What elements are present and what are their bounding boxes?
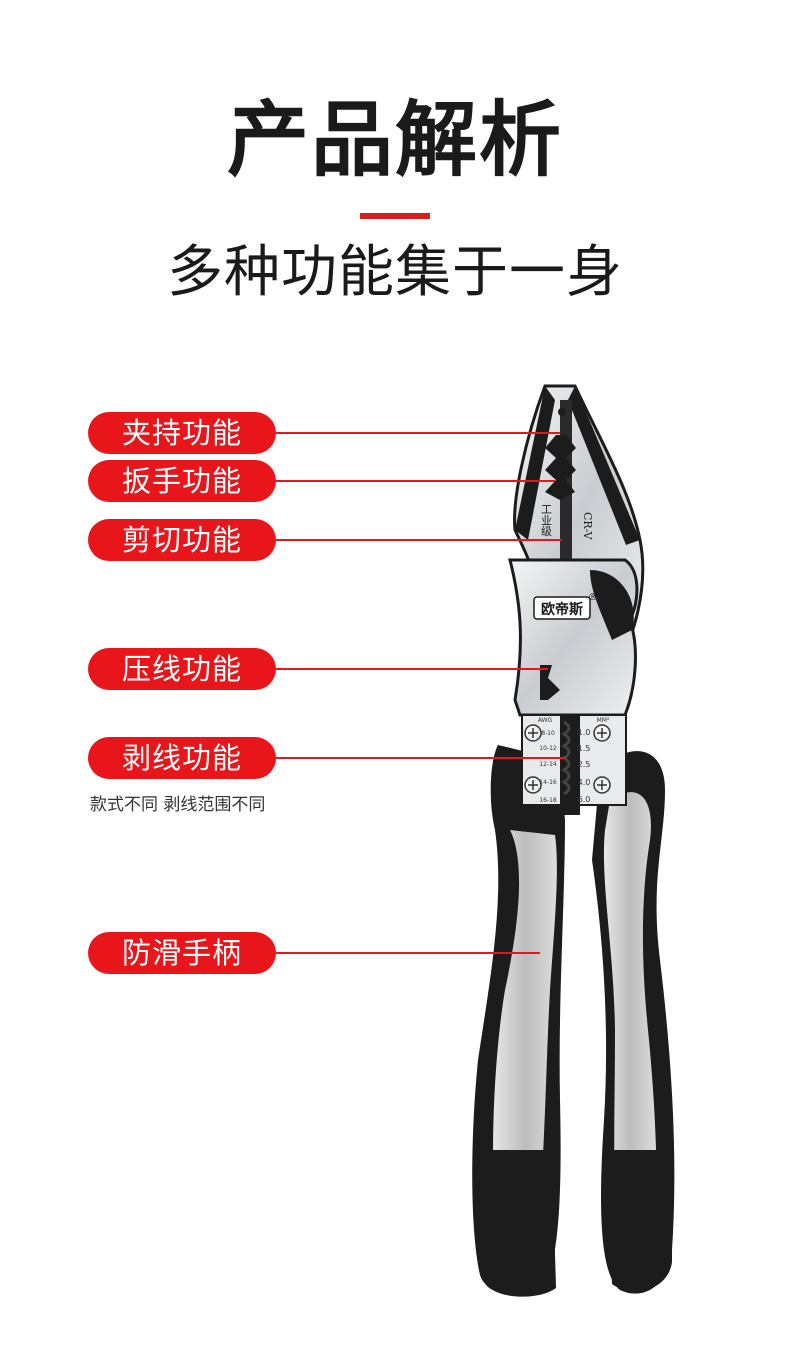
awg-header: AWG xyxy=(538,717,553,724)
grade-text: 工业级 xyxy=(540,504,553,538)
mm-value: 1.5 xyxy=(578,744,591,753)
page-title: 产品解析 xyxy=(226,93,563,188)
pliers-body: AWG MM² 8-10 10-12 12-14 14-16 16-18 1.0… xyxy=(508,504,639,815)
page-subtitle: 多种功能集于一身 xyxy=(167,240,623,305)
awg-value: 12-14 xyxy=(539,761,557,768)
material-text: CR-V xyxy=(581,512,594,541)
mm-header: MM² xyxy=(597,717,610,724)
left-handle xyxy=(472,745,565,1297)
title-accent-bar xyxy=(360,213,430,219)
registered-mark: ® xyxy=(588,592,598,603)
feature-label-crimping: 压线功能 xyxy=(88,648,276,690)
right-handle xyxy=(592,751,675,1294)
mm-value: 2.5 xyxy=(578,760,591,769)
mm-value: 4.0 xyxy=(578,778,591,787)
awg-value: 14-16 xyxy=(539,779,557,786)
brand-logo: 欧帝斯 xyxy=(541,601,583,618)
feature-label-stripping: 剥线功能 xyxy=(88,737,276,779)
stripping-range-note: 款式不同 剥线范围不同 xyxy=(90,795,266,815)
mm-value: 1.0 xyxy=(578,728,591,737)
awg-value: 10-12 xyxy=(539,745,557,752)
mm-value: 6.0 xyxy=(578,795,591,804)
feature-label-grip: 防滑手柄 xyxy=(88,932,276,974)
feature-label-cutting: 剪切功能 xyxy=(88,519,276,561)
feature-label-clamping: 夹持功能 xyxy=(88,412,276,454)
awg-value: 16-18 xyxy=(539,797,557,804)
leader-lines xyxy=(276,432,566,954)
feature-label-wrench: 扳手功能 xyxy=(88,460,276,502)
awg-value: 8-10 xyxy=(541,730,555,737)
